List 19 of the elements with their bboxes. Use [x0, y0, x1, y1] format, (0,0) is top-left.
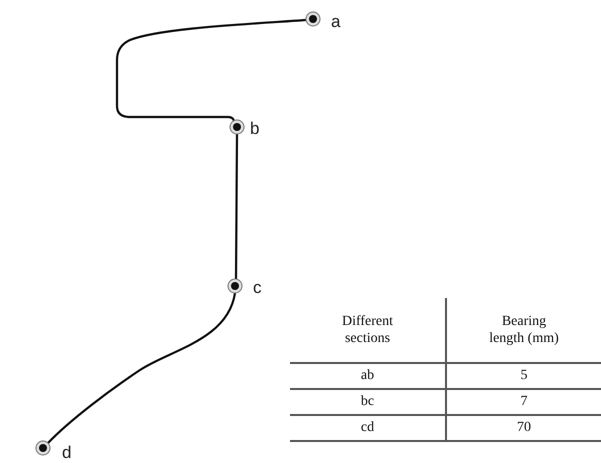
- curved-line: [47, 292, 236, 444]
- point-label: d: [62, 444, 72, 461]
- point-marker: [229, 119, 245, 135]
- curved-line: [234, 134, 238, 279]
- point-marker: [35, 440, 51, 456]
- point-label: a: [331, 13, 340, 30]
- point-marker: [227, 278, 243, 294]
- table-cell: 7: [447, 390, 601, 416]
- table-cell: ab: [290, 364, 447, 390]
- table-cell: 5: [447, 364, 601, 390]
- table-cell: cd: [290, 416, 447, 442]
- table-cell: bc: [290, 390, 447, 416]
- point-label: c: [253, 279, 262, 296]
- curved-line: [116, 18, 306, 122]
- point-label: b: [250, 120, 260, 137]
- column-header: Different sections: [290, 298, 447, 364]
- column-header: Bearing length (mm): [447, 298, 601, 364]
- table-cell: 70: [447, 416, 601, 442]
- point-marker: [305, 11, 321, 27]
